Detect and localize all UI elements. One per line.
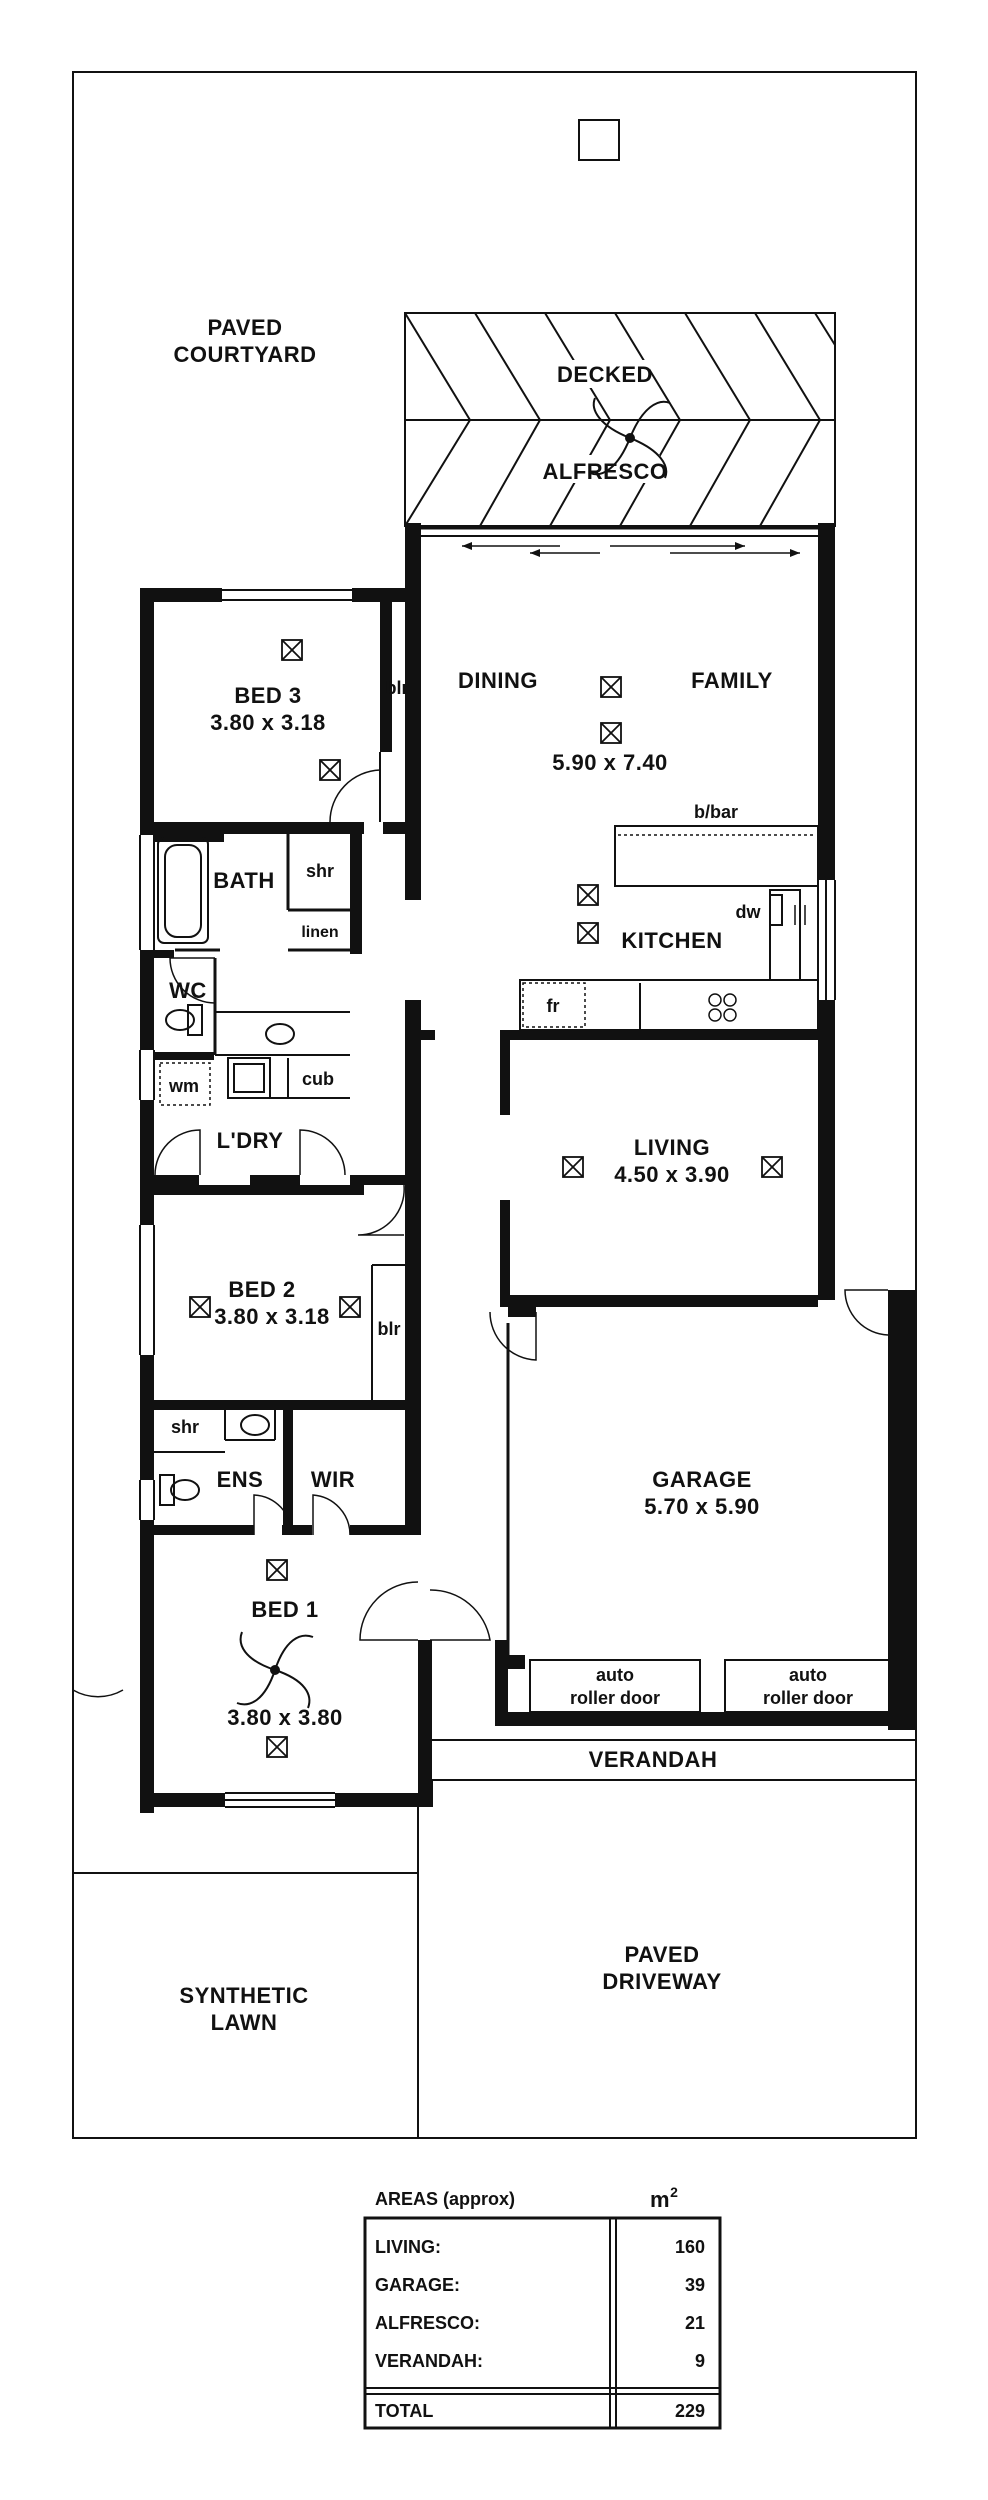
bed1-dims: 3.80 x 3.80: [227, 1705, 343, 1730]
bed2-label: BED 2: [228, 1277, 295, 1302]
family-label: FAMILY: [691, 668, 773, 693]
vanity-basin: [265, 1023, 295, 1045]
wc-label: WC: [169, 978, 207, 1003]
bed1-label: BED 1: [251, 1597, 318, 1622]
door-swings: [72, 769, 889, 1698]
ceiling-fan-icon: [589, 397, 671, 479]
garage-label: GARAGE: [652, 1467, 752, 1492]
roller-door-2: [724, 1659, 891, 1713]
roller-door-1-line1: auto: [596, 1665, 634, 1685]
living-label: LIVING: [634, 1135, 710, 1160]
ensuite-fittings: [154, 1414, 270, 1506]
synthetic-lawn-label-2: LAWN: [211, 2010, 278, 2035]
ens-label: ENS: [217, 1467, 264, 1492]
decked-alfresco: [404, 312, 836, 527]
verandah-label: VERANDAH: [589, 1747, 718, 1772]
garage-dims: 5.70 x 5.90: [644, 1494, 760, 1519]
wm-label: wm: [168, 1076, 199, 1096]
area-row-value: 39: [685, 2275, 705, 2295]
garden-shed: [578, 119, 620, 161]
area-row-label: ALFRESCO:: [375, 2313, 480, 2333]
washing-machine-space: [159, 1062, 211, 1106]
sliding-door-arrows: [462, 542, 800, 557]
area-row-value: 21: [685, 2313, 705, 2333]
wir-label: WIR: [311, 1467, 355, 1492]
area-row-value: 160: [675, 2237, 705, 2257]
bed1-ceiling-fan-icon: [236, 1631, 314, 1709]
ensuite-shr-label: shr: [171, 1417, 199, 1437]
laundry-fittings: [159, 1057, 350, 1106]
bbar-label: b/bar: [694, 802, 738, 822]
paved-driveway-label-2: DRIVEWAY: [602, 1969, 721, 1994]
areas-table: AREAS (approx) m2 LIVING: 160 GARAGE: 39…: [363, 2184, 722, 2430]
area-row-label: GARAGE:: [375, 2275, 460, 2295]
decked-label: DECKED: [557, 362, 653, 387]
house-walls: [138, 523, 916, 1813]
roller-door-2-line2: roller door: [763, 1688, 853, 1708]
area-total-value: 229: [675, 2401, 705, 2421]
areas-header-label: AREAS (approx): [375, 2189, 515, 2209]
cooktop-icon: [708, 993, 737, 1022]
roller-door-1: [529, 1659, 701, 1713]
blr-label-bed2: blr: [377, 1319, 400, 1339]
kitchen-label: KITCHEN: [621, 928, 722, 953]
cub-label: cub: [302, 1069, 334, 1089]
sink-icon: [794, 905, 806, 925]
area-row-value: 9: [695, 2351, 705, 2371]
bed2-dims: 3.80 x 3.18: [214, 1304, 330, 1329]
fridge-label: fr: [547, 996, 560, 1016]
area-row-label: VERANDAH:: [375, 2351, 483, 2371]
paved-courtyard-label-1: PAVED: [207, 315, 282, 340]
bed3-label: BED 3: [234, 683, 301, 708]
dw-label: dw: [736, 902, 762, 922]
paved-driveway-label-1: PAVED: [624, 1942, 699, 1967]
alfresco-label: ALFRESCO: [543, 459, 668, 484]
bath-label: BATH: [213, 868, 274, 893]
synthetic-lawn-label-1: SYNTHETIC: [179, 1983, 308, 2008]
blr-label-bed3: blr: [385, 678, 408, 698]
kitchen-fittings: [519, 825, 819, 1031]
dining-label: DINING: [458, 668, 538, 693]
roller-door-1-line2: roller door: [570, 1688, 660, 1708]
areas-header-unit-sup: 2: [670, 2184, 678, 2200]
fridge-space: [522, 982, 586, 1028]
bathtub: [157, 837, 209, 944]
family-dims: 5.90 x 7.40: [552, 750, 668, 775]
roller-door-2-line1: auto: [789, 1665, 827, 1685]
site-boundary: [72, 71, 917, 2139]
bath-shr-label: shr: [306, 861, 334, 881]
area-row-label: LIVING:: [375, 2237, 441, 2257]
area-total-label: TOTAL: [375, 2401, 433, 2421]
paved-courtyard-label-2: COURTYARD: [173, 342, 316, 367]
toilet-icon: [165, 1004, 203, 1036]
linen-label: linen: [301, 924, 338, 941]
bed3-dims: 3.80 x 3.18: [210, 710, 326, 735]
laundry-label: L'DRY: [217, 1128, 284, 1153]
light-fixtures: [189, 639, 783, 1758]
areas-header-unit: m2: [650, 2184, 678, 2212]
living-dims: 4.50 x 3.90: [614, 1162, 730, 1187]
